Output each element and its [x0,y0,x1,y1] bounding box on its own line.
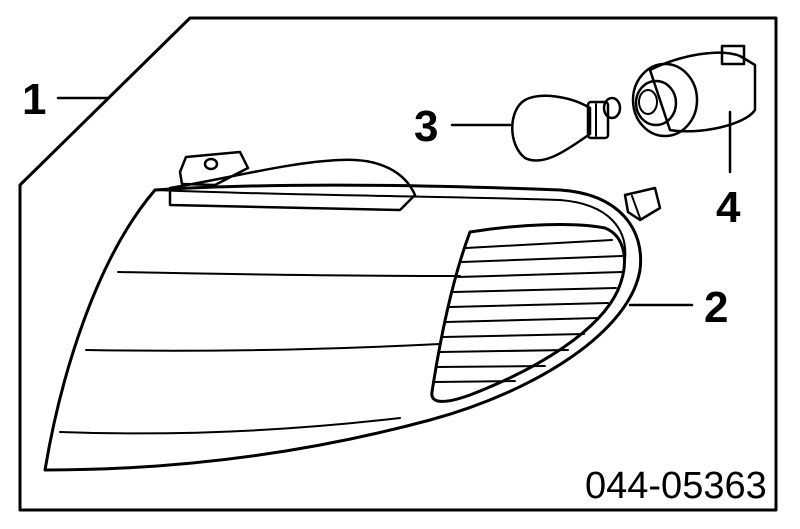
callout-lens: 2 [704,283,728,332]
diagram-part-number: 044-05363 [585,465,767,507]
callout-housing: 1 [22,75,46,124]
assembly-frame [18,16,778,512]
callout-socket: 4 [716,183,741,232]
bulb [511,94,622,162]
lamp-housing [168,150,417,212]
reflector-window [430,223,626,403]
lamp-lens [43,183,643,472]
bulb-socket [631,44,757,138]
mounting-hole [203,157,219,171]
callout-bulb: 3 [414,102,438,151]
lens-connector-stub [623,186,662,222]
mounting-tab [178,150,250,187]
